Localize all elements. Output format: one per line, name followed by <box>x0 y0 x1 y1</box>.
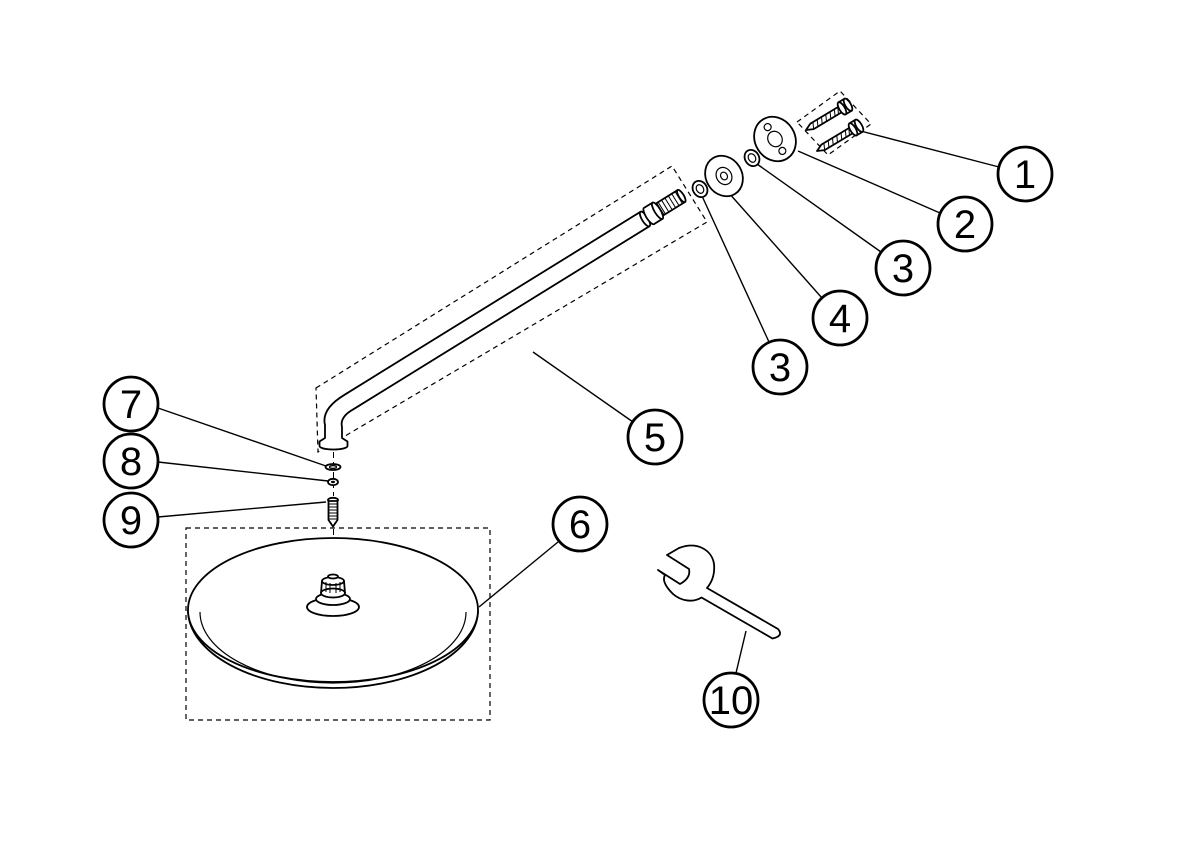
callout-3-lower-label: 3 <box>769 346 791 390</box>
leader-lines <box>157 127 1000 674</box>
leader-7 <box>157 407 327 467</box>
callout-4: 4 <box>811 289 869 347</box>
callout-3-lower-bubble <box>751 338 809 396</box>
callout-8: 8 <box>102 432 160 490</box>
callout-1-bubble <box>996 145 1054 203</box>
callout-1: 1 <box>996 145 1054 203</box>
part-o-ring-upper <box>743 148 761 168</box>
shower-arm-tube <box>318 210 651 451</box>
part-shower-head <box>187 537 479 689</box>
leader-1 <box>848 127 1000 168</box>
part-gasket <box>327 477 339 487</box>
leader-10 <box>735 630 747 674</box>
callout-9: 9 <box>102 491 160 549</box>
callout-10-bubble <box>702 671 760 729</box>
callout-6: 6 <box>551 495 609 553</box>
callout-7-label: 7 <box>120 383 142 427</box>
callout-5-label: 5 <box>644 416 666 460</box>
leader-3a <box>756 163 882 253</box>
part-shower-arm <box>318 189 687 451</box>
part-screw <box>327 496 339 528</box>
part-flange-nut <box>704 154 744 198</box>
callout-4-bubble <box>811 289 869 347</box>
wrench-outline <box>657 544 781 640</box>
leader-9 <box>157 501 327 518</box>
callout-5: 5 <box>626 408 684 466</box>
shower-arm-threaded-end <box>642 189 687 226</box>
callout-1-label: 1 <box>1014 153 1036 197</box>
callout-2-label: 2 <box>954 203 976 247</box>
part-wrench <box>657 544 781 640</box>
dashed-box-screws <box>796 90 872 156</box>
dashed-boxes <box>185 90 872 721</box>
callout-9-bubble <box>102 491 160 549</box>
callout-3-upper-bubble <box>874 239 932 297</box>
part-washer <box>324 463 342 471</box>
dashed-box-shower-arm <box>315 165 708 454</box>
part-wall-escutcheon <box>753 115 797 163</box>
leader-4 <box>727 191 823 299</box>
callout-3-upper: 3 <box>874 239 932 297</box>
callout-4-label: 4 <box>829 297 851 341</box>
callout-8-bubble <box>102 432 160 490</box>
dashed-box-shower-head <box>185 527 491 721</box>
callout-10: 10 <box>702 671 760 729</box>
callout-3-upper-label: 3 <box>892 247 914 291</box>
shower-head-rim-inner <box>199 611 467 684</box>
shower-head-connector-nut <box>320 573 346 599</box>
callouts: 1 2 3 4 3 5 6 7 <box>102 145 1054 729</box>
callout-7-bubble <box>102 375 160 433</box>
callout-5-bubble <box>626 408 684 466</box>
leader-6 <box>478 541 559 608</box>
callout-2: 2 <box>936 195 994 253</box>
callout-7: 7 <box>102 375 160 433</box>
leader-5 <box>532 351 634 423</box>
callout-2-bubble <box>936 195 994 253</box>
callout-10-label: 10 <box>709 679 754 723</box>
callout-6-label: 6 <box>569 503 591 547</box>
leader-8 <box>157 461 329 482</box>
callout-9-label: 9 <box>120 499 142 543</box>
part-o-ring-lower <box>691 179 709 199</box>
callout-6-bubble <box>551 495 609 553</box>
callout-8-label: 8 <box>120 440 142 484</box>
part-mounting-screws <box>801 96 866 158</box>
leader-2 <box>797 150 941 214</box>
leader-3b <box>701 195 770 343</box>
callout-3-lower: 3 <box>751 338 809 396</box>
